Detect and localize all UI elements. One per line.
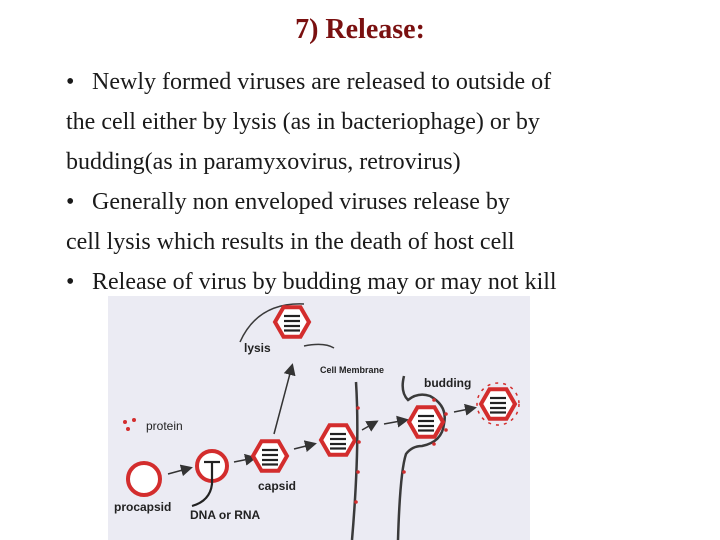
membrane-proteins [354,406,361,504]
line-text: Release of virus by budding may or may n… [92,269,557,295]
arrow [167,464,193,477]
label-procapsid: procapsid [114,500,171,514]
label-dna-or-rna: DNA or RNA [190,508,261,522]
cell-membrane [350,381,359,540]
lysis-arc [239,303,305,343]
bullet: • [66,269,75,295]
text-line: cell lysis which results in the death of… [66,222,706,262]
line-text: budding(as in paramyxovirus, retrovirus) [66,149,461,175]
line-text: cell lysis which results in the death of… [66,229,515,255]
label-protein: protein [146,419,183,433]
text-line: • Newly formed viruses are released to ou… [66,62,706,102]
text-line: • Generally non enveloped viruses release… [66,182,706,222]
lysed-virion-icon [273,305,311,339]
text-line: the cell either by lysis (as in bacterio… [66,102,706,142]
arrow [361,420,379,432]
line-text: Newly formed viruses are released to out… [92,69,552,95]
cell-membrane-arc [303,343,335,349]
capsid-icon [251,439,289,473]
label-capsid: capsid [258,479,296,493]
line-text: the cell either by lysis (as in bacterio… [66,109,540,135]
envelope-icon [476,382,520,426]
protein-dots [123,418,136,431]
body-text: • Newly formed viruses are released to ou… [66,62,706,302]
virion-icon [319,423,357,457]
enveloped-virion-icon [479,387,517,421]
diagram-background [108,296,530,540]
bullet: • [66,189,75,215]
slide-title: 7) Release: [295,14,425,45]
label-cell-membrane: Cell Membrane [320,365,384,375]
budding-virion-icon [407,405,445,439]
virus-release-diagram: protein procapsid DNA or RNA capsid lysi… [108,296,530,540]
arrow [293,440,317,453]
bullet: • [66,69,75,95]
arrow [383,415,409,428]
budding-membrane-proteins [402,398,448,474]
dna-strand [191,462,214,508]
line-text: Generally non enveloped viruses release … [92,189,510,215]
text-line: • Release of virus by budding may or may … [66,262,706,302]
arrow [273,363,296,435]
procapsid-icon [126,461,162,497]
label-budding: budding [424,376,471,390]
text-line: budding(as in paramyxovirus, retrovirus) [66,142,706,182]
arrow [233,453,257,466]
label-lysis: lysis [244,341,271,355]
arrow [453,403,477,416]
